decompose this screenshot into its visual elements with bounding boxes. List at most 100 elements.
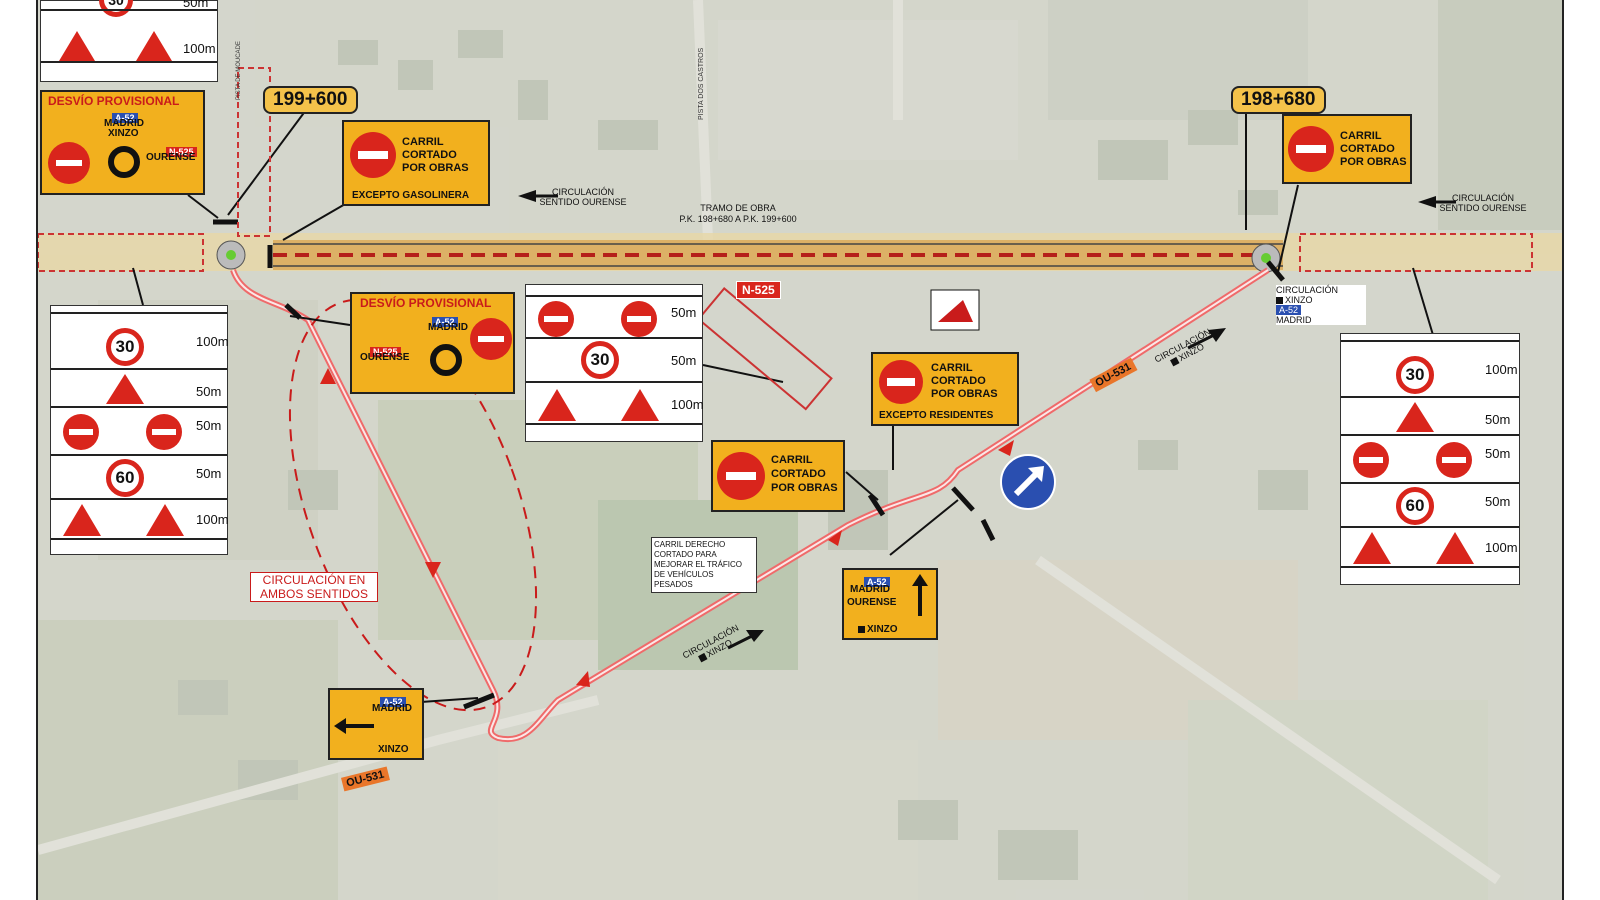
distance-label: 50m [183,0,209,10]
distance-label: 100m [1485,362,1518,377]
dest-madrid: MADRID [850,584,890,595]
barrier-icon [930,289,980,331]
no-entry-icon [717,452,765,500]
dest-ourense: OURENSE [847,597,897,608]
works-section-label: TRAMO DE OBRA [700,203,776,213]
left-arrow-head [334,718,346,734]
a52-badge: A-52 [112,108,138,126]
sign-line: CORTADO [771,468,826,480]
detour-sign-mid: DESVÍO PROVISIONAL A-52 MADRID N-525 OUR… [350,292,515,394]
pk-label-199600: 199+600 [263,86,358,114]
lane-closed-sign-center: CARRIL CORTADO POR OBRAS [711,440,845,512]
distance-label: 100m [196,334,229,349]
no-overtaking-sign [1353,442,1389,478]
road-name-label: PISTA DOS CASTROS [698,47,705,120]
lane-closed-sign-residentes: CARRIL CORTADO POR OBRAS EXCEPTO RESIDEN… [871,352,1019,426]
detour-title: DESVÍO PROVISIONAL [360,296,492,310]
sign-line: POR OBRAS [931,388,998,400]
signal-panel-middle: 50m 30 50m 100m [525,284,704,442]
no-entry-icon [879,360,923,404]
pk-label-198680: 198+680 [1231,86,1326,114]
dest-madrid: MADRID [428,322,468,333]
main-road [38,233,1562,273]
dest-ourense: OURENSE [146,152,196,163]
no-overtaking-trucks-sign [1436,442,1472,478]
no-overtaking-sign [63,414,99,450]
speed-limit-sign: 30 [1396,356,1434,394]
signal-panel-right: 30 100m 50m 50m 60 50m 100m [1340,333,1520,585]
signal-panel-left: 30 100m 50m 50m 60 50m 100m [50,305,229,555]
roadworks-sign [621,389,659,421]
direction-sign-madrid-ourense: A-52 MADRID OURENSE XINZO [842,568,938,640]
sign-posts [213,219,1285,710]
detour-title: DESVÍO PROVISIONAL [48,94,180,108]
circulation-label: CIRCULACIÓN SENTIDO OURENSE [539,187,627,207]
signal-panel-top-left: 30 50m 100m [40,0,218,82]
road-narrows-sign [1396,402,1434,432]
roadworks-sign [136,31,172,61]
detour-route [230,267,1270,743]
sign-line: POR OBRAS [402,162,469,174]
no-entry-icon [470,318,512,360]
roundabout-icon [430,344,462,376]
works-section-range: P.K. 198+680 A P.K. 199+600 [679,214,797,224]
sign-line: POR OBRAS [1340,156,1407,168]
sign-footer: EXCEPTO RESIDENTES [879,410,994,421]
left-arrow-icon [344,724,374,728]
dest-xinzo: XINZO [858,624,898,635]
n525-road-label: N-525 [736,281,781,299]
direction-sign-madrid-xinzo: A-52 MADRID XINZO [328,688,424,760]
distance-label: 100m [183,41,216,56]
a52-badge: A-52 [432,312,458,330]
dest-xinzo: XINZO [378,744,409,755]
two-way-traffic-label: CIRCULACIÓN EN AMBOS SENTIDOS [250,572,378,602]
sign-line: POR OBRAS [771,482,838,494]
up-arrow-head [912,574,928,586]
sign-line: CARRIL [402,136,444,148]
speed-limit-sign: 60 [1396,487,1434,525]
dest-madrid: MADRID [104,118,144,129]
sign-line: CARRIL [771,454,813,466]
no-entry-icon [48,142,90,184]
dest-xinzo: XINZO [108,128,139,139]
no-overtaking-trucks-sign [621,301,657,337]
distance-label: 50m [1485,494,1511,509]
road-name-label: PISTA DE MOUCADE [236,41,242,100]
map-frame: 199+600 198+680 30 50m 100m DESVÍO PROVI… [36,0,1564,900]
sign-line: CARRIL [1340,130,1382,142]
dest-madrid: MADRID [372,703,412,714]
distance-label: 50m [1485,446,1511,461]
roadworks-sign [146,504,184,536]
distance-label: 50m [671,305,697,320]
distance-label: 50m [196,418,222,433]
dest-ourense: OURENSE [360,352,410,363]
keep-right-sign [1000,454,1056,510]
roadworks-sign [63,504,101,536]
roadworks-sign [538,389,576,421]
route-arrows [320,368,1014,687]
lane-closed-sign-right: CARRIL CORTADO POR OBRAS [1282,114,1412,184]
sign-footer: EXCEPTO GASOLINERA [352,190,470,201]
speed-limit-sign: 60 [106,459,144,497]
n525-badge: N-525 [370,342,401,360]
distance-label: 50m [196,384,222,399]
a52-badge: A-52 [864,572,890,590]
speed-limit-sign: 30 [581,341,619,379]
distance-label: 100m [671,397,704,412]
speed-limit-sign: 30 [106,328,144,366]
sign-line: CORTADO [1340,143,1395,155]
speed-limit-sign: 30 [99,0,133,17]
distance-label: 50m [1485,412,1511,427]
no-entry-icon [1288,126,1334,172]
distance-label: 50m [671,353,697,368]
lane-closed-sign-gasolinera: CARRIL CORTADO POR OBRAS EXCEPTO GASOLIN… [342,120,490,206]
roadworks-sign [59,31,95,61]
no-entry-icon [350,132,396,178]
circulation-label: CIRCULACIÓN SENTIDO OURENSE [1439,193,1527,213]
sign-line: CORTADO [402,149,457,161]
detour-sign-top-left: DESVÍO PROVISIONAL A-52 MADRID XINZO N-5… [40,90,205,195]
roundabout-icon [108,146,140,178]
right-lane-note: CARRIL DERECHO CORTADO PARA MEJORAR EL T… [651,537,757,593]
no-overtaking-trucks-sign [146,414,182,450]
